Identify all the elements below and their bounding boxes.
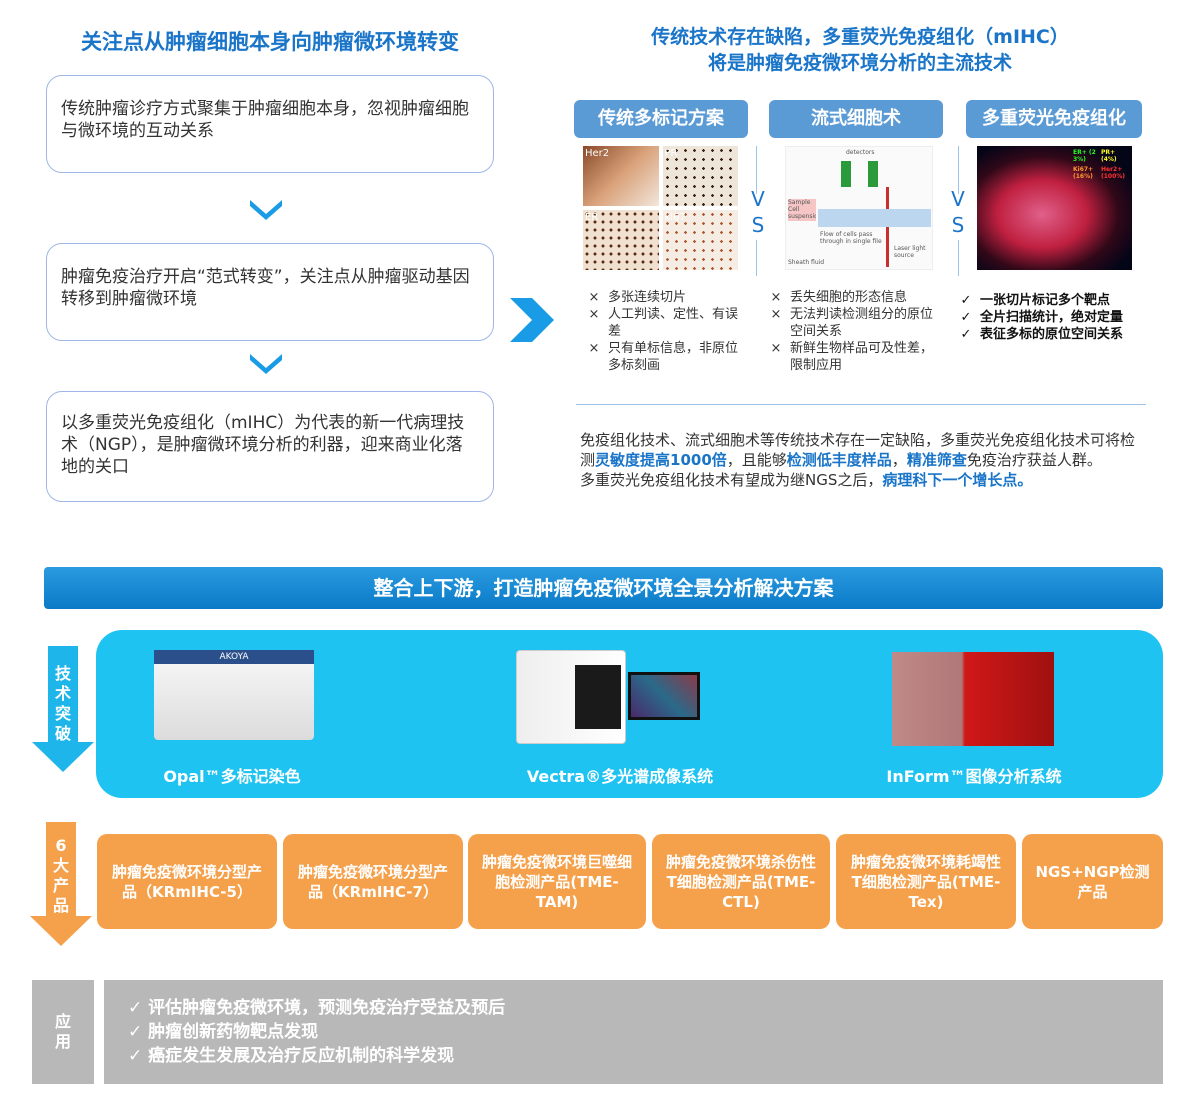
monitor-image	[628, 672, 700, 720]
six-side-label: 6大产品	[52, 836, 69, 915]
inform-analysis-image	[892, 652, 1054, 746]
list-item: ✓表征多标的原位空间关系	[960, 327, 1124, 342]
ihc-stain-images: Her2 PR ER ki67	[583, 146, 738, 270]
tech-side-label: 技术突破	[54, 664, 71, 743]
right-title: 传统技术存在缺陷，多重荧光免疫组化（mIHC） 将是肿瘤免疫微环境分析的主流技术	[580, 24, 1140, 76]
summary-paragraph: 免疫组化技术、流式细胞术等传统技术存在一定缺陷，多重荧光免疫组化技术可将检测灵敏…	[580, 431, 1136, 489]
marker-legend: ER+ (23%) PR+ (4%) Ki67+ (16%) Her2+ (10…	[1073, 149, 1129, 180]
arrow-down-icon	[30, 822, 92, 946]
chevron-down-icon	[250, 200, 282, 220]
laser-label: Laser light source	[894, 245, 926, 259]
apps-side-box	[32, 980, 94, 1084]
arrow-right-icon	[510, 298, 554, 342]
list-item: ×只有单标信息，非原位多标刻画	[588, 341, 739, 373]
pr-image: PR	[662, 146, 738, 206]
flow-cons-list: ×丢失细胞的形态信息 ×无法判读检测组分的原位空间关系 ×新鲜生物样品可及性差，…	[762, 289, 937, 374]
divider	[576, 404, 1146, 405]
list-item: ✓ 肿瘤创新药物靶点发现	[128, 1022, 319, 1042]
list-item: ×新鲜生物样品可及性差，限制应用	[770, 341, 934, 373]
flow-cytometry-diagram: detectors Sample Cell suspension Flow of…	[785, 146, 933, 270]
product-krmihc5: 肿瘤免疫微环境分型产品（KRmIHC-5）	[97, 834, 277, 929]
product-vectra: Vectra®多光谱成像系统	[526, 767, 714, 786]
info-box-2: 肿瘤免疫治疗开启“范式转变”，关注点从肿瘤驱动基因转移到肿瘤微环境	[46, 243, 494, 341]
opal-kit-image: AKOYA	[154, 650, 314, 740]
list-item: ×人工判读、定性、有误差	[588, 307, 739, 339]
er-image: ER	[583, 210, 659, 270]
list-item: ✓全片扫描统计，绝对定量	[960, 310, 1124, 325]
ki67-label: Ki67+ (16%)	[1073, 166, 1094, 180]
header-flow: 流式细胞术	[769, 100, 943, 138]
product-krmihc7: 肿瘤免疫微环境分型产品（KRmIHC-7）	[283, 834, 463, 929]
vectra-scanner-image	[516, 650, 626, 744]
product-tme-tam: 肿瘤免疫微环境巨噬细胞检测产品(TME-TAM)	[468, 834, 646, 929]
kit-brand-label: AKOYA	[154, 650, 314, 664]
list-item: ×丢失细胞的形态信息	[770, 290, 908, 305]
info-box-3: 以多重荧光免疫组化（mIHC）为代表的新一代病理技术（NGP），是肿瘤微环境分析…	[46, 391, 494, 502]
arrow-down-icon	[32, 646, 94, 772]
header-mihc: 多重荧光免疫组化	[966, 100, 1142, 138]
product-ngs-ngp: NGS+NGP检测产品	[1022, 834, 1163, 929]
mihc-fluorescence-image: ER+ (23%) PR+ (4%) Ki67+ (16%) Her2+ (10…	[977, 146, 1132, 270]
list-item: ✓ 评估肿瘤免疫微环境，预测免疫治疗受益及预后	[128, 998, 506, 1018]
er-label: ER+ (23%)	[1073, 149, 1096, 163]
right-title-line1: 传统技术存在缺陷，多重荧光免疫组化（mIHC）	[651, 26, 1069, 48]
product-tme-tex: 肿瘤免疫微环境耗竭性T细胞检测产品(TME-Tex)	[836, 834, 1016, 929]
her2-label: Her2+ (100%)	[1101, 166, 1126, 180]
sample-label: Sample Cell suspension	[788, 199, 816, 221]
ki67-image: ki67	[662, 210, 738, 270]
list-item: ✓一张切片标记多个靶点	[960, 293, 1111, 308]
product-inform: InForm™图像分析系统	[886, 767, 1062, 786]
traditional-cons-list: ×多张连续切片 ×人工判读、定性、有误差 ×只有单标信息，非原位多标刻画	[580, 289, 750, 374]
list-item: ✓ 癌症发生发展及治疗反应机制的科学发现	[128, 1046, 455, 1066]
mihc-pros-list: ✓一张切片标记多个靶点 ✓全片扫描统计，绝对定量 ✓表征多标的原位空间关系	[952, 292, 1152, 343]
solution-banner: 整合上下游，打造肿瘤免疫微环境全景分析解决方案	[44, 567, 1163, 609]
her2-image: Her2	[583, 146, 659, 206]
left-title: 关注点从肿瘤细胞本身向肿瘤微环境转变	[81, 30, 459, 54]
pr-label: PR+ (4%)	[1101, 149, 1117, 163]
apps-list: ✓ 评估肿瘤免疫微环境，预测免疫治疗受益及预后 ✓ 肿瘤创新药物靶点发现 ✓ 癌…	[104, 980, 1163, 1084]
flow-label: Flow of cells pass through in single fil…	[820, 231, 882, 245]
chevron-down-icon	[250, 354, 282, 374]
info-box-1: 传统肿瘤诊疗方式聚集于肿瘤细胞本身，忽视肿瘤细胞与微环境的互动关系	[46, 75, 494, 173]
right-title-line2: 将是肿瘤免疫微环境分析的主流技术	[707, 52, 1012, 74]
product-tme-ctl: 肿瘤免疫微环境杀伤性T细胞检测产品(TME-CTL)	[652, 834, 830, 929]
sheath-label: Sheath fluid	[788, 259, 825, 266]
detectors-label: detectors	[846, 149, 875, 156]
list-item: ×多张连续切片	[588, 290, 687, 305]
list-item: ×无法判读检测组分的原位空间关系	[770, 307, 934, 339]
product-opal: Opal™多标记染色	[163, 767, 301, 786]
apps-side-label: 应用	[54, 1012, 71, 1051]
header-traditional: 传统多标记方案	[574, 100, 748, 138]
